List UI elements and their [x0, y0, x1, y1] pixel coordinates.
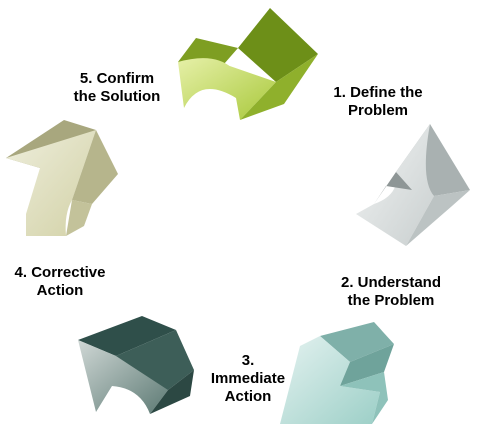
step2-label-line1: 2. Understand [340, 274, 442, 291]
step1-label: 1. Define the Problem [314, 84, 442, 120]
step4-label-line2: Action [36, 282, 84, 299]
step3-label-line3: Action [224, 388, 272, 405]
step2-label-line2: the Problem [347, 292, 435, 309]
step5-label-line2: the Solution [73, 88, 161, 105]
step3-label: 3. Immediate Action [196, 352, 300, 406]
step1-label-line2: Problem [347, 102, 408, 119]
step5-label: 5. Confirm the Solution [52, 70, 182, 106]
step3-label-line2: Immediate [210, 370, 286, 387]
step3-label-line1: 3. [241, 352, 255, 369]
step3-arrow [78, 316, 194, 414]
step4-label: 4. Corrective Action [0, 264, 120, 300]
step4-arrow [6, 120, 118, 236]
step2-label: 2. Understand the Problem [326, 274, 456, 310]
step4-label-line1: 4. Corrective [14, 264, 106, 281]
step5-arrow [178, 8, 318, 120]
step5-label-line1: 5. Confirm [79, 70, 155, 87]
step1-arrow [356, 124, 470, 246]
step1-label-line1: 1. Define the [333, 84, 423, 101]
step2-arrow [280, 322, 394, 424]
